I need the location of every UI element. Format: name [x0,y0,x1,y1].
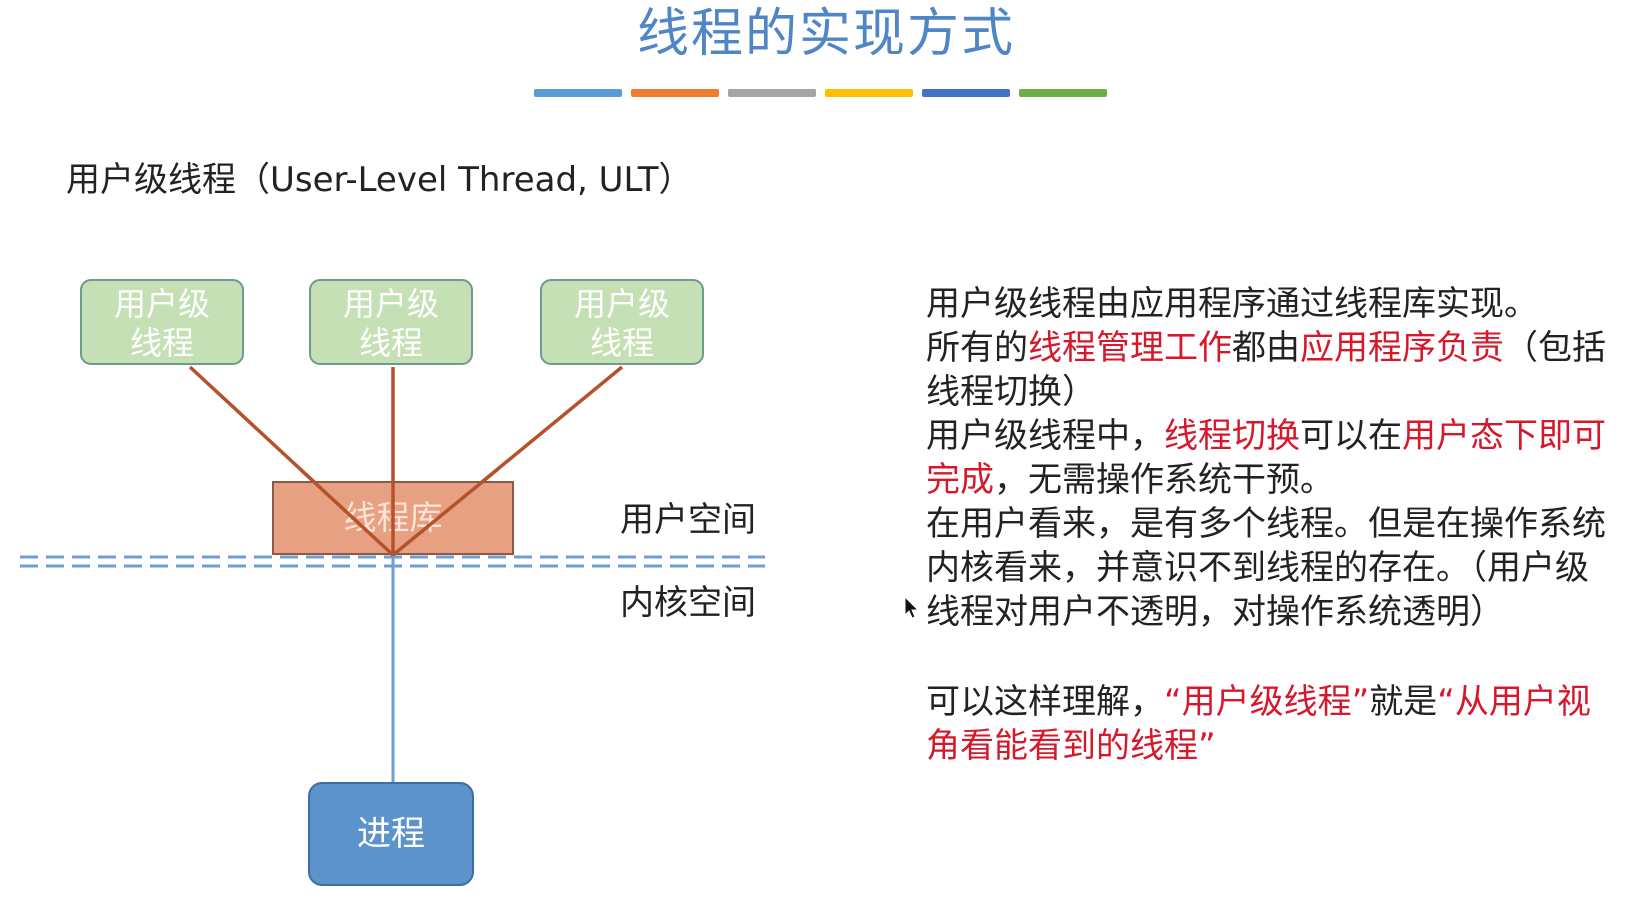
paragraph-gap [926,634,1612,680]
highlight-span: 用户态下即可完成 [926,416,1606,500]
text-span: ，无需操作系统干预。 [994,460,1334,500]
user-space-label: 用户空间 [620,500,756,540]
para-transparency: 在用户看来，是有多个线程。但是在操作系统内核看来，并意识不到线程的存在。（用户级… [926,504,1606,632]
text-span: 就是 [1369,682,1438,722]
para-understanding: 可以这样理解，“用户级线程”就是“从用户视角看能看到的线程” [926,680,1612,768]
highlight-span: 应用程序负责 [1300,328,1504,368]
highlight-span: “用户级线程” [1164,682,1370,722]
user-thread-box-1: 用户级 线程 [80,279,244,365]
thread-label-line1: 用户级 [342,285,439,323]
accent-bar-green [1019,89,1107,97]
explanation-panel: 用户级线程由应用程序通过线程库实现。 所有的线程管理工作都由应用程序负责（包括线… [926,282,1612,768]
accent-bar-darkblue [922,89,1010,97]
text-span: 用户级线程中， [926,416,1164,456]
mouse-cursor-icon [904,596,920,619]
accent-bar-gray [728,89,816,97]
user-thread-box-2: 用户级 线程 [309,279,473,365]
para-implementation: 用户级线程由应用程序通过线程库实现。 [926,284,1538,324]
text-span: 可以这样理解， [926,682,1164,722]
text-span: （包括线程切换） [926,328,1606,412]
thread-label-line2: 线程 [358,324,423,362]
text-span: 可以在 [1300,416,1402,456]
para-management: 所有的线程管理工作都由应用程序负责（包括线程切换） [926,326,1612,414]
user-thread-box-3: 用户级 线程 [540,279,704,365]
accent-bar-orange [631,89,719,97]
accent-bar-blue [534,89,622,97]
highlight-span: 线程切换 [1164,416,1300,456]
highlight-span: “从用户视角看能看到的线程” [926,682,1591,766]
thread-label-line2: 线程 [129,324,194,362]
thread-label-line2: 线程 [589,324,654,362]
thread-label-line1: 用户级 [573,285,670,323]
kernel-space-label: 内核空间 [620,583,756,623]
slide-title: 线程的实现方式 [636,4,1015,64]
section-heading: 用户级线程（User-Level Thread, ULT） [66,160,693,200]
thread-label-line1: 用户级 [113,285,210,323]
text-span: 所有的 [926,328,1028,368]
highlight-span: 线程管理工作 [1028,328,1232,368]
process-box: 进程 [308,782,474,886]
para-switching: 用户级线程中，线程切换可以在用户态下即可完成，无需操作系统干预。 [926,414,1612,502]
thread-library-box: 线程库 [272,481,514,555]
accent-bar-yellow [825,89,913,97]
text-span: 都由 [1232,328,1300,368]
